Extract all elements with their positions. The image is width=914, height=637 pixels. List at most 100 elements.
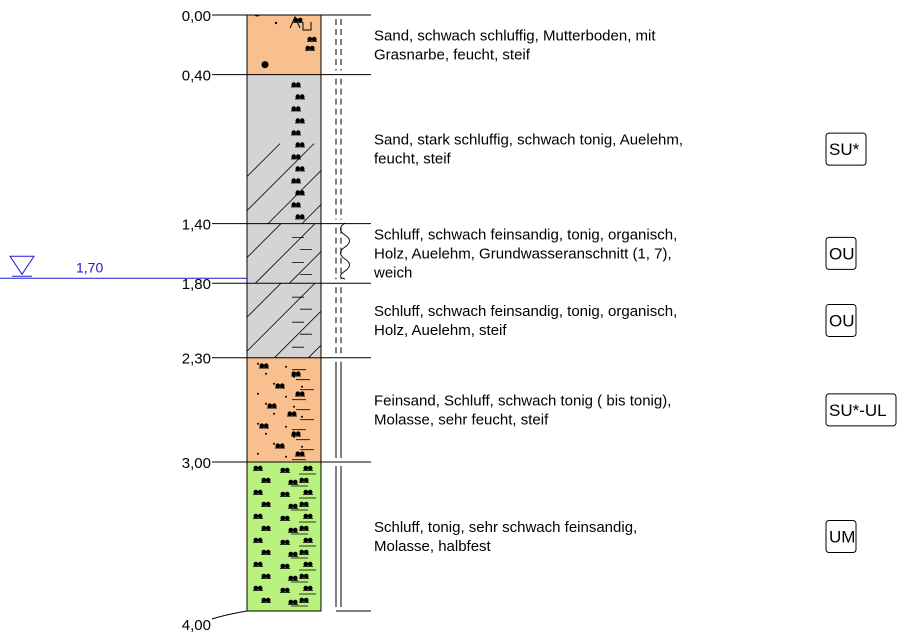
consistency-column [335,19,350,607]
silt-blob [295,202,301,207]
silt-blob [257,585,263,591]
gravel-dot [261,61,269,69]
silt-blob [303,585,309,591]
silt-blob [259,363,265,369]
layer-description-5: Feinsand, Schluff, schwach tonig ( bis t… [374,392,671,409]
silt-blob [291,82,297,87]
silt-blob [291,130,297,135]
silt-blob [291,202,297,207]
silt-blob [257,513,263,519]
silt-blob [299,501,305,507]
silt-blob [295,94,301,99]
sand-dot [293,405,295,408]
silt-blob [257,465,263,471]
sand-dot [265,402,267,405]
silt-blob [291,411,297,417]
silt-blob [257,537,263,543]
silt-blob [311,36,317,42]
silt-blob [299,142,305,147]
sand-dot [285,365,287,368]
silt-blob [305,45,311,51]
hatch-line [267,170,321,224]
silt-blob [299,525,305,531]
silt-blob [303,573,309,579]
layer-pattern-3 [247,223,321,284]
silt-blob [299,190,305,195]
silt-blob [295,106,301,111]
silt-blob [297,17,303,23]
layer-description-4: Schluff, schwach feinsandig, tonig, orga… [374,303,677,320]
silt-blob [261,597,267,603]
silt-blob [307,561,313,567]
sand-dot [285,395,287,398]
silt-blob [291,154,297,159]
layer-fill-4 [247,283,321,358]
silt-blob [257,561,263,567]
silt-blob [253,561,259,567]
hatch-line [166,144,246,224]
silt-blob [303,525,309,531]
silt-blob [253,513,259,519]
layer-fill-1 [247,15,321,75]
silt-blob [307,513,313,519]
silt-blob [253,585,259,591]
silt-blob [253,465,259,471]
layer-description-4: Holz, Auelehm, steif [374,322,507,339]
silt-blob [265,573,271,579]
soil-code-4: OU [829,311,855,330]
silt-blob [295,214,301,219]
sand-dot [274,21,278,25]
silt-blob [299,597,305,603]
silt-blob [309,45,315,51]
sand-dot [265,372,267,375]
silt-blob [261,501,267,507]
layer-description-6: Molasse, halbfest [374,538,492,555]
silt-blob [292,503,298,509]
layer-fill-2 [247,74,321,224]
silt-blob [295,166,301,171]
consistency-soft-wiggle [340,222,350,280]
soil-code-box-6 [825,520,857,553]
sand-dot [301,385,303,388]
water-level-label: 1,70 [76,259,103,275]
silt-blob [288,551,294,557]
silt-blob [253,537,259,543]
silt-blob [295,451,301,457]
silt-blob [299,549,305,555]
silt-blob [295,190,301,195]
soil-code-box-4 [825,303,857,337]
layer-pattern-2 [166,82,321,224]
sand-dot [273,382,275,385]
silt-blob [265,501,271,507]
soil-code-3: OU [829,244,855,263]
silt-blob [284,563,290,569]
silt-blob [280,491,286,497]
silt-blob [265,525,271,531]
sand-dot [273,442,275,445]
silt-blob [299,391,305,397]
hatch-line [289,251,321,284]
silt-blob [299,451,305,457]
sand-dot [301,415,303,418]
soil-code-5: SU*-UL [829,401,887,420]
layer-pattern-5 [257,362,314,461]
silt-blob [303,501,309,507]
sand-dot [301,445,303,448]
depth-label-4: 1,80 [182,276,211,293]
silt-blob [295,371,301,377]
sand-dot [285,425,287,428]
layer-description-1: Grasnarbe, feucht, steif [374,46,531,63]
silt-blob [261,477,267,483]
silt-blob [284,539,290,545]
silt-blob [288,527,294,533]
layer-description-3: Holz, Auelehm, Grundwasseranschnitt (1, … [374,245,672,262]
depth-label-bottom: 4,00 [182,617,211,634]
silt-blob [288,503,294,509]
silt-blob [291,178,297,183]
silt-blob [307,36,313,42]
layer-description-6: Schluff, tonig, sehr schwach feinsandig, [374,519,637,536]
silt-blob [307,585,313,591]
silt-blob [303,561,309,567]
